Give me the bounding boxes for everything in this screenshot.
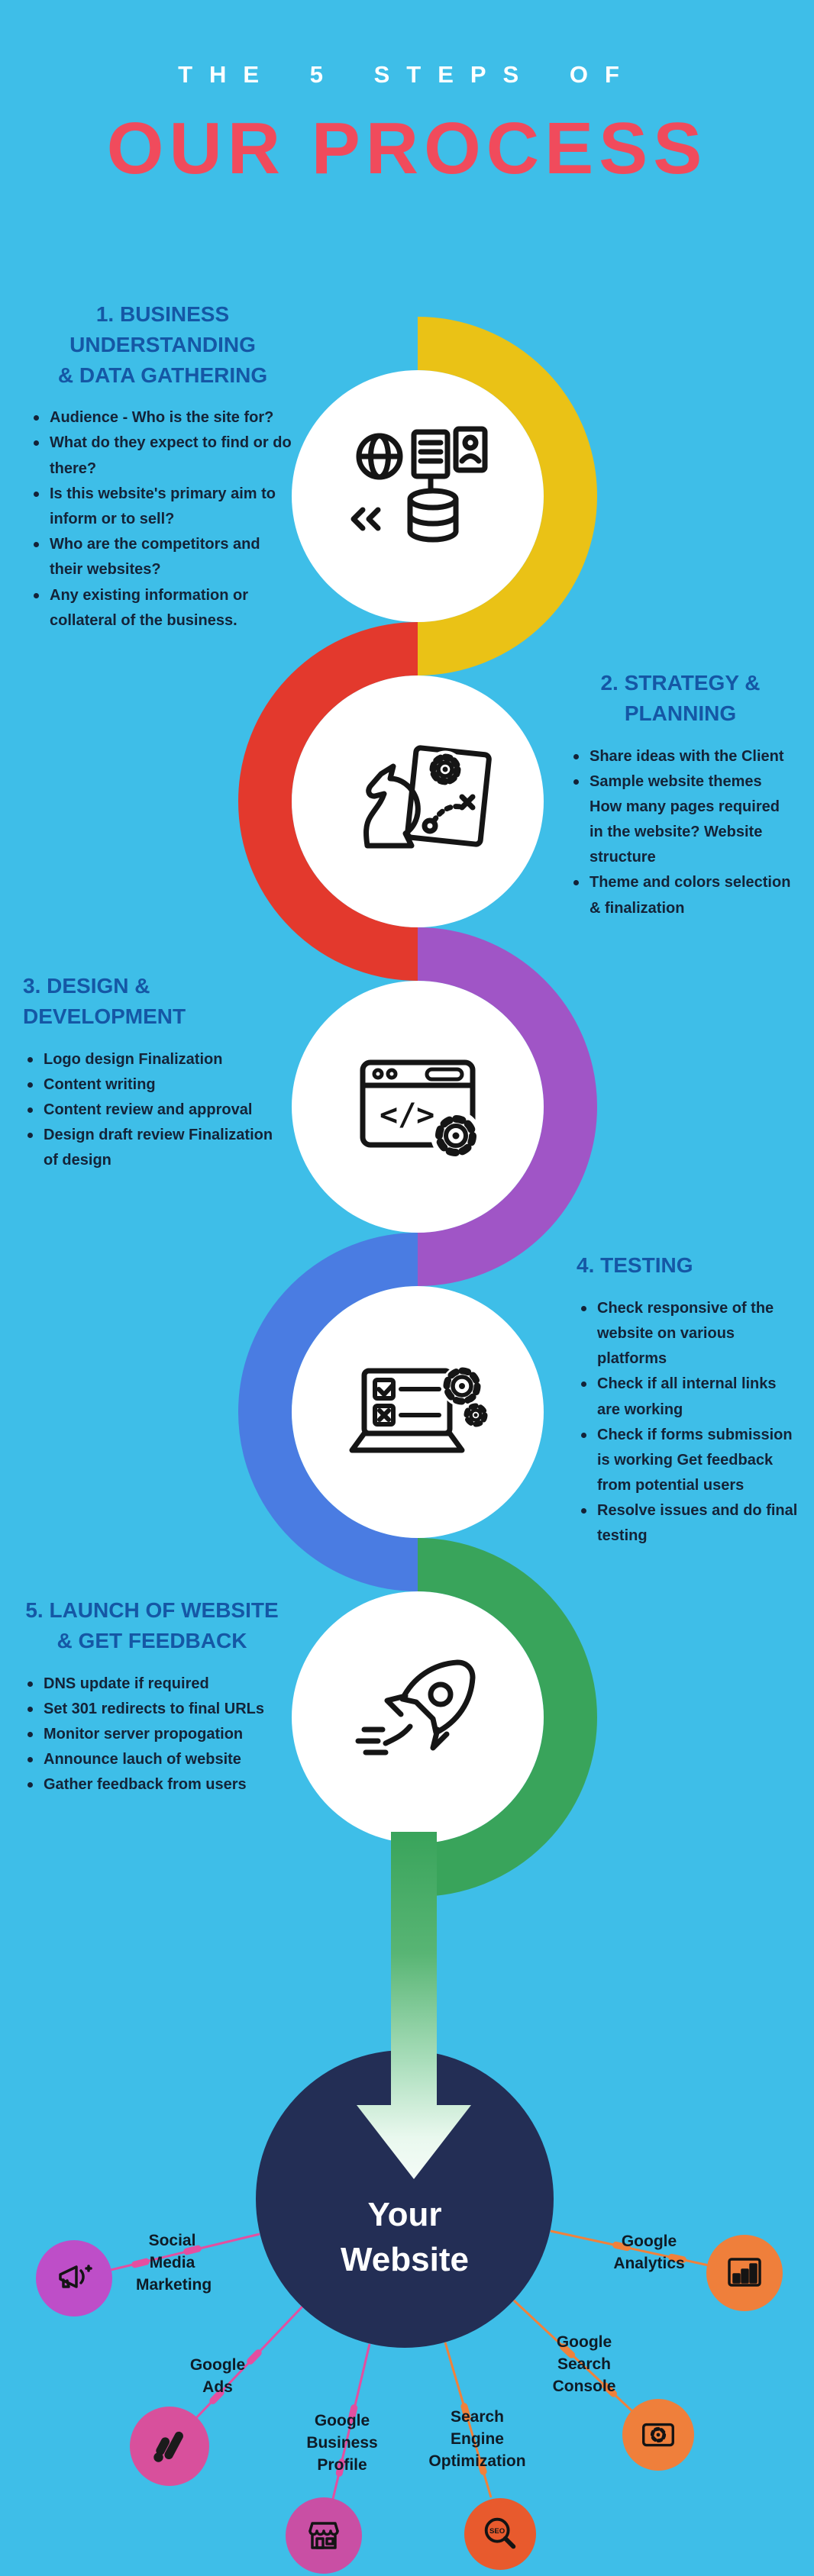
heading-line: & GET FEEDBACK: [57, 1628, 247, 1652]
heading-line: 4. TESTING: [577, 1253, 693, 1277]
google-ads-icon: [153, 2431, 183, 2462]
step-4-text-block: 4. TESTING Check responsive of the websi…: [577, 1250, 799, 1549]
search-console-icon: [642, 2423, 674, 2447]
step-5-text-block: 5. LAUNCH OF WEBSITE & GET FEEDBACK DNS …: [23, 1595, 281, 1797]
step-1-circle: [292, 370, 544, 622]
page-title: OUR PROCESS: [106, 108, 708, 189]
google-ads-label: Google Ads: [189, 2356, 246, 2396]
heading-line: 5. LAUNCH OF WEBSITE: [25, 1598, 279, 1622]
heading-line: 2. STRATEGY &: [600, 671, 761, 695]
step-3-heading: 3. DESIGN & DEVELOPMENT: [23, 971, 275, 1032]
bullet-item: Set 301 redirects to final URLs: [23, 1697, 281, 1722]
heading-line: 3. DESIGN & DEVELOPMENT: [23, 974, 186, 1028]
step-5-heading: 5. LAUNCH OF WEBSITE & GET FEEDBACK: [23, 1595, 281, 1656]
heading-line: 1. BUSINESS UNDERSTANDING: [69, 302, 256, 356]
bullet-item: Logo design Finalization: [23, 1047, 275, 1072]
google-analytics-label: Google Analytics: [613, 2233, 685, 2272]
google-ads-item: [130, 2407, 209, 2486]
heading-line: PLANNING: [624, 701, 737, 725]
bullet-item: Is this website's primary aim to inform …: [29, 482, 296, 532]
your-website-label-line2: Website: [341, 2241, 469, 2278]
kicker-title: THE 5 STEPS OF: [178, 61, 636, 88]
bullet-item: Design draft review Finalization of desi…: [23, 1123, 275, 1173]
bullet-item: What do they expect to find or do there?: [29, 430, 296, 481]
svg-text:SEO: SEO: [489, 2527, 506, 2536]
strategy-icon: [363, 745, 492, 849]
step-1-text-block: 1. BUSINESS UNDERSTANDING & DATA GATHERI…: [29, 299, 296, 634]
bullet-item: Sample website themes How many pages req…: [569, 769, 792, 871]
step-4-heading: 4. TESTING: [577, 1250, 799, 1281]
bullet-item: Who are the competitors and their websit…: [29, 532, 296, 582]
bullet-item: Audience - Who is the site for?: [29, 405, 296, 430]
step-2-circle: [292, 675, 544, 927]
heading-line: & DATA GATHERING: [57, 363, 268, 387]
step-4-bullets: Check responsive of the website on vario…: [577, 1296, 799, 1549]
bullet-item: Announce lauch of website: [23, 1747, 281, 1772]
svg-text:</>: </>: [380, 1098, 434, 1133]
seo-magnifier-icon: SEO: [484, 2517, 516, 2549]
analytics-chart-icon: [728, 2258, 761, 2287]
your-website-label-line1: Your: [367, 2195, 442, 2233]
step-1-bullets: Audience - Who is the site for?What do t…: [29, 405, 296, 634]
search-engine-optimization-label: Search Engine Optimization: [428, 2408, 526, 2470]
web-development-icon: </>: [360, 1059, 481, 1161]
bullet-item: Check responsive of the website on vario…: [577, 1296, 799, 1372]
step-1-heading: 1. BUSINESS UNDERSTANDING & DATA GATHERI…: [29, 299, 296, 390]
social-media-marketing-item: [36, 2240, 112, 2316]
launch-rocket-icon: [355, 1659, 476, 1755]
bullet-item: Monitor server propogation: [23, 1722, 281, 1747]
google-search-console-item: [622, 2399, 694, 2471]
google-business-profile-label: Google Business Profile: [306, 2412, 378, 2474]
step-2-text-block: 2. STRATEGY & PLANNING Share ideas with …: [569, 668, 792, 921]
storefront-icon: [308, 2522, 339, 2549]
bullet-item: Check if all internal links are working: [577, 1372, 799, 1422]
google-business-profile-item: [286, 2497, 362, 2574]
bullet-item: Content writing: [23, 1072, 275, 1098]
step-5-circle: [292, 1591, 544, 1843]
step-2-heading: 2. STRATEGY & PLANNING: [569, 668, 792, 729]
bullet-item: Check if forms submission is working Get…: [577, 1423, 799, 1499]
bullet-item: Theme and colors selection & finalizatio…: [569, 870, 792, 920]
google-search-console-label: Google Search Console: [552, 2333, 616, 2395]
bullet-item: DNS update if required: [23, 1672, 281, 1697]
bullet-item: Content review and approval: [23, 1098, 275, 1123]
bullet-item: Gather feedback from users: [23, 1772, 281, 1797]
google-analytics-item: [706, 2235, 783, 2311]
research-data-icon: [350, 426, 488, 543]
bullet-item: Any existing information or collateral o…: [29, 583, 296, 634]
step-3-circle: </>: [292, 981, 544, 1233]
bullet-item: Share ideas with the Client: [569, 744, 792, 769]
step-3-text-block: 3. DESIGN & DEVELOPMENT Logo design Fina…: [23, 971, 275, 1173]
bullet-item: Resolve issues and do final testing: [577, 1498, 799, 1549]
step-4-circle: [292, 1286, 544, 1538]
social-media-marketing-label: Social Media Marketing: [136, 2232, 212, 2294]
testing-icon: [349, 1365, 489, 1453]
social-media-icon: [59, 2265, 92, 2288]
seo-item: SEO: [464, 2498, 536, 2570]
